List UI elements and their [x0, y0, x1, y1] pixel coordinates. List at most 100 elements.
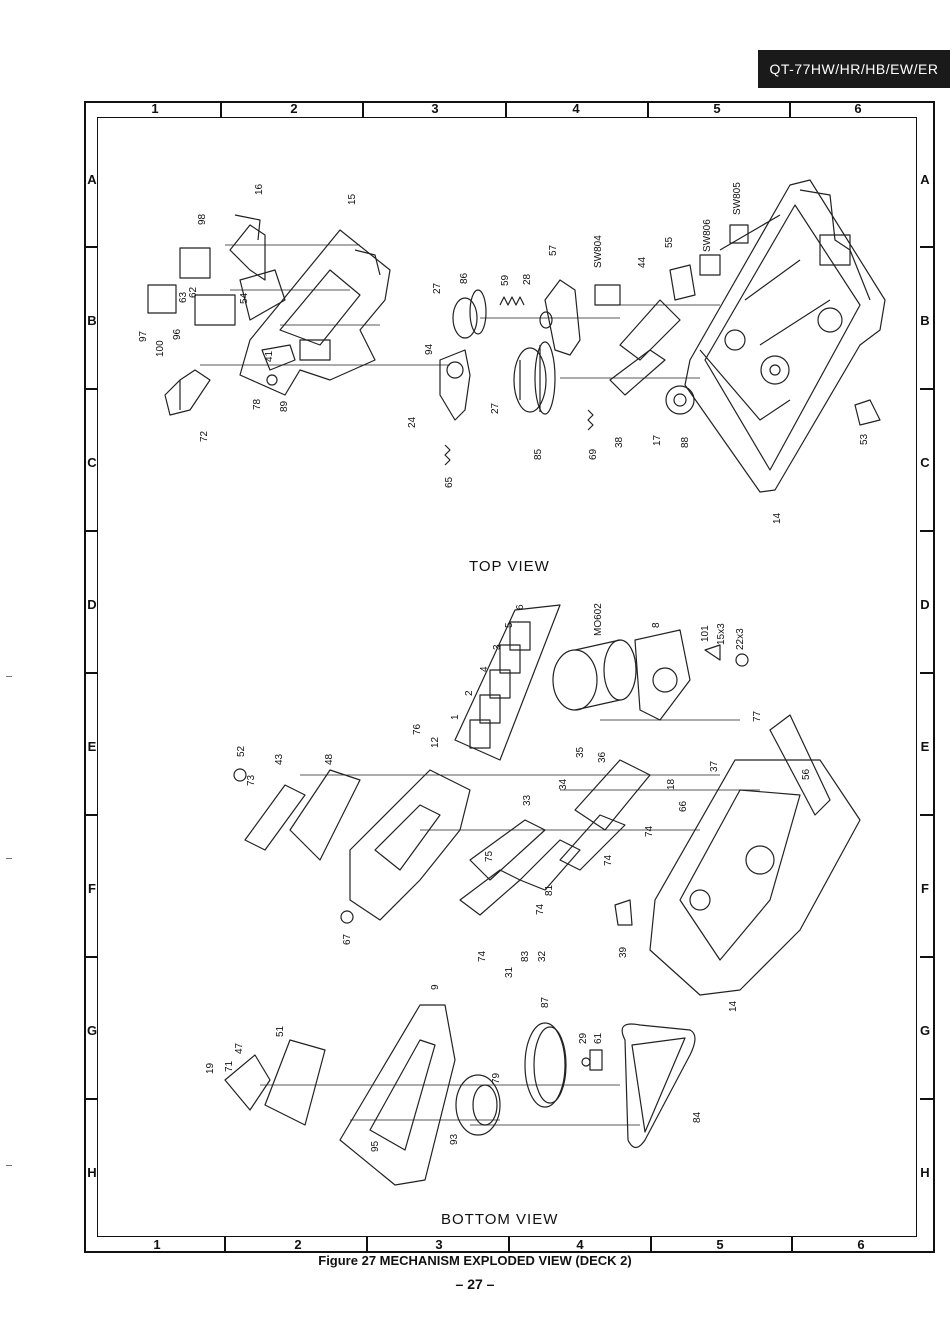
part-label: 44 [637, 256, 648, 268]
row-label-right-A: A [920, 172, 930, 187]
row-label-right-F: F [921, 881, 929, 896]
part-label: 53 [859, 433, 870, 445]
part-label: 57 [548, 244, 559, 256]
margin-mark [6, 858, 12, 859]
part-label: 15 [347, 193, 358, 205]
part-label: 37 [709, 760, 720, 772]
part-label: 16 [254, 183, 265, 195]
row-divider [85, 672, 98, 674]
part-label: 43 [274, 753, 285, 765]
part-label: 76 [412, 723, 423, 735]
column-label-top-4: 4 [572, 101, 580, 116]
column-divider [650, 1237, 652, 1252]
column-label-bottom-5: 5 [716, 1237, 724, 1252]
part-label: 39 [618, 946, 629, 958]
row-label-left-A: A [87, 172, 97, 187]
row-divider [85, 246, 98, 248]
part-label: 71 [224, 1060, 235, 1072]
part-label: 38 [614, 436, 625, 448]
row-divider [85, 1098, 98, 1100]
diagram-inner-frame [97, 117, 917, 1237]
part-label: 74 [603, 854, 614, 866]
part-label: 88 [680, 436, 691, 448]
row-label-right-C: C [920, 455, 930, 470]
part-label: 5 [504, 622, 515, 628]
bottom-view-assembly [224, 1004, 696, 1186]
part-label: 47 [234, 1042, 245, 1054]
part-label: 87 [540, 996, 551, 1008]
part-number-labels: 16 15 98 97 100 96 63 62 54 27 86 59 28 … [138, 182, 870, 1152]
top-view-title: TOP VIEW [469, 558, 550, 575]
part-label: 22x3 [735, 628, 746, 650]
part-label: 63 [178, 291, 189, 303]
column-label-top-3: 3 [431, 101, 439, 116]
margin-mark [6, 1165, 12, 1166]
top-view-assembly [147, 179, 886, 493]
part-label: 66 [678, 800, 689, 812]
part-label: 65 [444, 476, 455, 488]
row-label-left-D: D [87, 597, 97, 612]
row-label-right-D: D [920, 597, 930, 612]
column-label-top-1: 1 [151, 101, 159, 116]
row-divider [920, 956, 933, 958]
part-label: 98 [197, 213, 208, 225]
row-label-right-E: E [920, 739, 930, 754]
part-label: 6 [515, 604, 526, 610]
column-divider [791, 1237, 793, 1252]
row-label-right-B: B [920, 313, 930, 328]
row-label-right-H: H [920, 1165, 930, 1180]
column-label-bottom-4: 4 [576, 1237, 584, 1252]
diagram-outer-frame [84, 101, 935, 1253]
part-label: 41 [264, 350, 275, 362]
part-label: 89 [279, 400, 290, 412]
column-divider [789, 102, 791, 117]
part-label: 32 [537, 950, 548, 962]
part-label: 35 [575, 746, 586, 758]
model-header-tab: QT-77HW/HR/HB/EW/ER [758, 50, 950, 88]
row-label-left-H: H [87, 1165, 97, 1180]
part-label: 85 [533, 448, 544, 460]
row-divider [920, 530, 933, 532]
row-divider [85, 956, 98, 958]
part-label: 31 [504, 966, 515, 978]
part-label: 14 [728, 1000, 739, 1012]
column-label-bottom-2: 2 [294, 1237, 302, 1252]
part-label: 15x3 [716, 623, 727, 645]
column-label-top-2: 2 [290, 101, 298, 116]
part-label: 1 [450, 714, 461, 720]
part-label: MO602 [593, 603, 604, 636]
row-divider [85, 388, 98, 390]
row-label-left-G: G [86, 1023, 98, 1038]
part-label: 51 [275, 1025, 286, 1037]
part-label: 84 [692, 1111, 703, 1123]
part-label: 86 [459, 272, 470, 284]
part-label: 34 [558, 778, 569, 790]
row-divider [920, 814, 933, 816]
part-label: 8 [651, 622, 662, 628]
part-label: 18 [666, 778, 677, 790]
row-divider [85, 814, 98, 816]
part-label: 77 [752, 710, 763, 722]
part-label: 54 [239, 292, 250, 304]
part-label: 14 [772, 512, 783, 524]
part-label: 27 [490, 402, 501, 414]
part-label: SW806 [702, 219, 713, 252]
page-number: – 27 – [455, 1276, 495, 1292]
column-label-bottom-1: 1 [153, 1237, 161, 1252]
part-label: 78 [252, 398, 263, 410]
column-divider [508, 1237, 510, 1252]
margin-mark [6, 676, 12, 677]
part-label: 55 [664, 236, 675, 248]
part-label: 69 [588, 448, 599, 460]
column-label-top-6: 6 [854, 101, 862, 116]
column-divider [366, 1237, 368, 1252]
part-label: 28 [522, 273, 533, 285]
part-label: 96 [172, 328, 183, 340]
part-label: 81 [544, 884, 555, 896]
part-label: 17 [652, 434, 663, 446]
part-label: 4 [479, 666, 490, 672]
part-label: 95 [370, 1140, 381, 1152]
part-label: 33 [522, 794, 533, 806]
part-label: 97 [138, 330, 149, 342]
